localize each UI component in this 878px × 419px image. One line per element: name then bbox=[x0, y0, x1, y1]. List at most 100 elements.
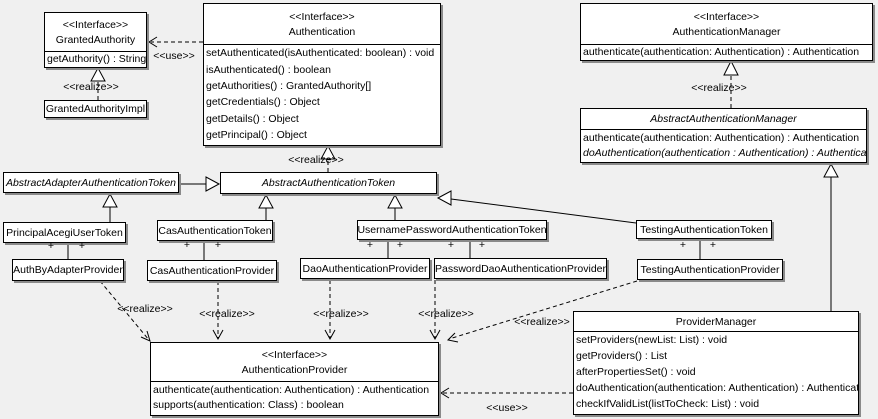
class-method: authenticate(authentication: Authenticat… bbox=[583, 45, 860, 58]
class-method: setProviders(newList: List) : void bbox=[576, 334, 728, 347]
class-authentication-provider: <<Interface>> AuthenticationProvider authe… bbox=[150, 342, 439, 416]
class-header: TestingAuthenticationProvider bbox=[638, 260, 782, 279]
triangle-realize-authentication bbox=[320, 144, 336, 160]
class-abstract-adapter-authentication-token: AbstractAdapterAuthenticationToken bbox=[3, 172, 179, 193]
class-name: AuthenticationProvider bbox=[241, 363, 348, 376]
class-name: PasswordDaoAuthenticationProvider bbox=[435, 262, 607, 275]
class-testing-authentication-provider: TestingAuthenticationProvider bbox=[637, 259, 783, 280]
class-method: getDetails() : Object bbox=[206, 112, 299, 125]
class-header: AuthByAdapterProvider bbox=[13, 260, 123, 280]
arrowhead-realize-testing bbox=[446, 332, 459, 343]
class-name: AbstractAuthenticationManager bbox=[650, 113, 797, 125]
triangle-realize-grantedauthority bbox=[90, 66, 106, 82]
class-header: DaoAuthenticationProvider bbox=[301, 259, 429, 278]
class-name: UsernamePasswordAuthenticationToken bbox=[357, 224, 547, 236]
class-methods: setProviders(newList: List) : void getPro… bbox=[574, 331, 858, 414]
class-username-password-authentication-token: UsernamePasswordAuthenticationToken bbox=[357, 220, 547, 240]
multiplicity-label: + bbox=[78, 240, 86, 252]
class-method: afterPropertiesSet() : void bbox=[576, 366, 696, 379]
class-method: doAuthentication(authentication: Authent… bbox=[576, 382, 859, 395]
class-dao-authentication-provider: DaoAuthenticationProvider bbox=[300, 258, 430, 279]
class-provider-manager: ProviderManager setProviders(newList: Lis… bbox=[573, 311, 859, 415]
class-stereotype: <<Interface>> bbox=[289, 10, 355, 23]
class-name: TestingAuthenticationToken bbox=[640, 223, 768, 236]
arrowhead-realize-dao bbox=[324, 329, 336, 341]
edge-label-realize-authbyadapterprovider: <<realize>> bbox=[117, 303, 173, 315]
class-name: AuthByAdapterProvider bbox=[13, 264, 123, 276]
arrowhead-realize-authby bbox=[140, 330, 151, 342]
class-authentication: <<Interface>> Authentication setAuthentica… bbox=[203, 3, 441, 146]
class-name: DaoAuthenticationProvider bbox=[302, 262, 428, 275]
multiplicity-label: + bbox=[214, 239, 222, 251]
class-name: TestingAuthenticationProvider bbox=[640, 263, 780, 276]
edge-label-use-providermanager-authenticationprovider: <<use>> bbox=[486, 402, 528, 414]
multiplicity-label: + bbox=[447, 239, 455, 251]
arrowhead-realize-cas bbox=[212, 329, 224, 341]
arrowhead-use-grantedauthority bbox=[148, 36, 158, 48]
class-header: TestingAuthenticationToken bbox=[637, 221, 771, 238]
class-method: checkIfValidList(listToCheck: List) : vo… bbox=[576, 398, 760, 411]
class-header: <<Interface>> Authentication bbox=[204, 4, 440, 44]
class-password-dao-authentication-provider: PasswordDaoAuthenticationProvider bbox=[434, 258, 607, 279]
class-methods: authenticate(authentication: Authenticat… bbox=[581, 129, 866, 162]
class-cas-authentication-token: CasAuthenticationToken bbox=[157, 220, 273, 241]
edge-label-realize-abstractauthenticationtoken: <<realize>> bbox=[288, 154, 344, 166]
class-method: doAuthentication(authentication : Authen… bbox=[583, 146, 867, 159]
class-name: AuthenticationManager bbox=[672, 25, 781, 38]
triangle-gen-testing bbox=[436, 190, 452, 206]
class-methods: setAuthenticated(isAuthenticated: boolea… bbox=[204, 44, 440, 145]
triangle-gen-cas bbox=[258, 193, 274, 209]
arrowhead-realize-passworddao bbox=[429, 329, 441, 341]
edge-label-realize-casauthenticationprovider: <<realize>> bbox=[199, 308, 255, 320]
triangle-gen-adaptertoken bbox=[102, 192, 118, 208]
class-testing-authentication-token: TestingAuthenticationToken bbox=[636, 220, 772, 239]
class-header: UsernamePasswordAuthenticationToken bbox=[358, 221, 546, 239]
class-abstract-authentication-token: AbstractAuthenticationToken bbox=[220, 172, 437, 194]
class-stereotype: <<Interface>> bbox=[261, 348, 328, 361]
class-method: supports(authentication: Class) : boolea… bbox=[153, 399, 344, 412]
class-methods: authenticate(authentication: Authenticat… bbox=[151, 381, 438, 415]
edge-generalization-testing-token bbox=[450, 198, 637, 224]
multiplicity-label: + bbox=[47, 240, 55, 252]
arrowhead-use-authenticationprovider bbox=[440, 387, 450, 399]
class-header: <<Interface>>GrantedAuthority bbox=[45, 13, 146, 51]
edge-label-realize-passworddaoauthenticationprovider: <<realize>> bbox=[418, 308, 474, 320]
triangle-gen-usernamepassword bbox=[387, 193, 403, 209]
class-method: getCredentials() : Object bbox=[206, 96, 320, 109]
class-auth-by-adapter-provider: AuthByAdapterProvider bbox=[12, 259, 124, 281]
edge-label-use-authentication-grantedauthority: <<use>> bbox=[153, 50, 195, 62]
class-name: CasAuthenticationProvider bbox=[149, 264, 275, 277]
triangle-realize-authenticationmanager bbox=[723, 59, 739, 76]
class-granted-authority-impl: GrantedAuthorityImpl bbox=[44, 100, 147, 118]
multiplicity-label: + bbox=[183, 239, 191, 251]
class-name: ProviderManager bbox=[675, 315, 757, 328]
edge-label-realize-abstractauthenticationmanager: <<realize>> bbox=[691, 82, 747, 94]
class-header: AbstractAdapterAuthenticationToken bbox=[4, 173, 178, 192]
class-methods: getAuthority() : String bbox=[45, 51, 146, 67]
class-abstract-authentication-manager: AbstractAuthenticationManager authenticat… bbox=[580, 108, 867, 163]
class-name: Authentication bbox=[288, 25, 356, 38]
class-name: PrincipalAcegiUserToken bbox=[6, 226, 123, 239]
class-header: CasAuthenticationProvider bbox=[148, 261, 276, 280]
multiplicity-label: + bbox=[709, 239, 717, 251]
class-principal-acegi-user-token: PrincipalAcegiUserToken bbox=[3, 222, 126, 243]
edge-label-realize-grantedauthorityimpl: <<realize>> bbox=[63, 81, 119, 93]
class-name: GrantedAuthority bbox=[55, 33, 136, 46]
class-method: authenticate(authentication: Authenticat… bbox=[153, 383, 430, 396]
multiplicity-label: + bbox=[679, 239, 687, 251]
class-header: AbstractAuthenticationToken bbox=[221, 173, 436, 193]
class-name: AbstractAuthenticationToken bbox=[261, 177, 396, 189]
class-header: ProviderManager bbox=[574, 312, 858, 331]
edge-realize-authbyadapterprovider bbox=[99, 280, 150, 341]
class-header: GrantedAuthorityImpl bbox=[45, 101, 146, 117]
edge-label-realize-daoauthenticationprovider: <<realize>> bbox=[313, 308, 369, 320]
class-method: getAuthority() : String bbox=[47, 52, 147, 65]
class-method: getProviders() : List bbox=[576, 350, 668, 363]
class-header: PasswordDaoAuthenticationProvider bbox=[435, 259, 606, 278]
class-header: CasAuthenticationToken bbox=[158, 221, 272, 240]
class-method: getPrincipal() : Object bbox=[206, 129, 307, 142]
